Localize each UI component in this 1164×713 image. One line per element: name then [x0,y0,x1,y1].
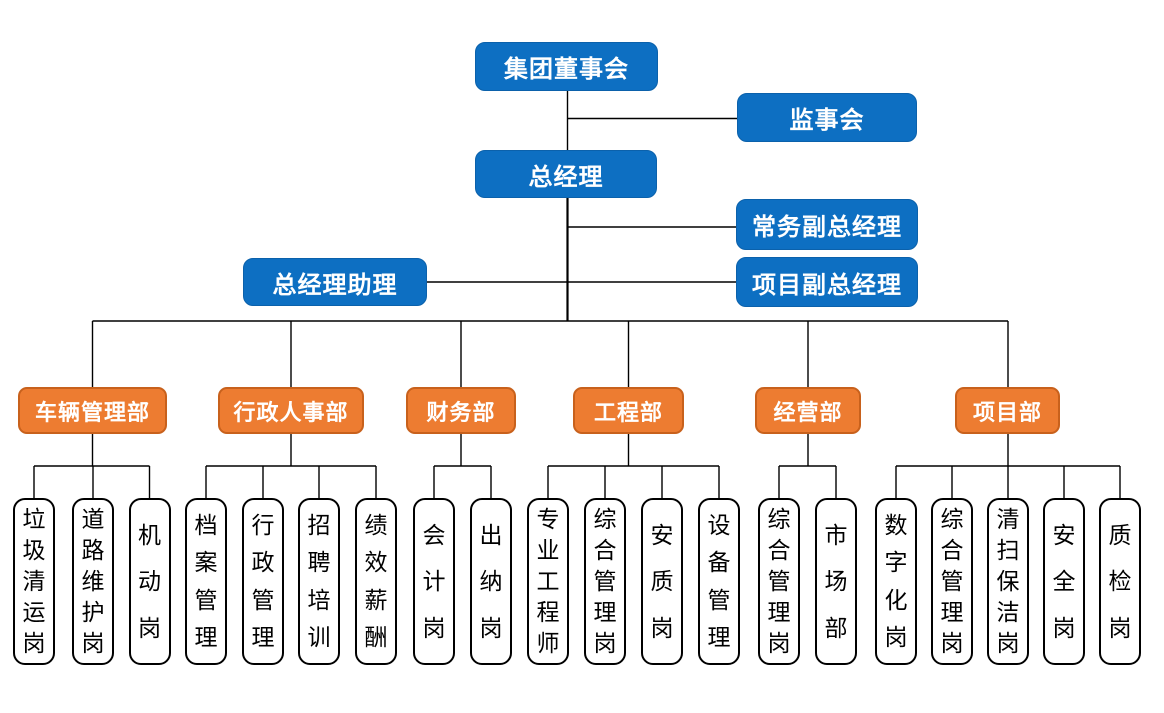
position-box: 出纳岗 [470,498,512,665]
position-label: 绩效薪酬 [364,512,388,650]
position-box: 设备管理 [698,498,740,665]
position-box: 机动岗 [128,498,171,665]
position-box: 招聘培训 [298,498,340,665]
position-label: 综合管理岗 [593,506,617,656]
dept-engineering: 工程部 [573,387,684,434]
dept-finance: 财务部 [406,387,516,434]
position-label: 数字化岗 [884,512,908,650]
node-gm-assistant: 总经理助理 [243,258,427,306]
node-board: 集团董事会 [475,42,658,91]
position-box: 数字化岗 [875,498,917,665]
node-project-deputy-gm: 项目副总经理 [736,257,918,307]
position-label: 机动岗 [138,521,161,641]
node-supervisory-board: 监事会 [737,93,917,142]
position-label: 综合管理岗 [767,506,791,656]
position-box: 安全岗 [1043,498,1085,665]
dept-hr-admin: 行政人事部 [218,387,364,434]
position-label: 行政管理 [251,512,275,650]
position-label: 出纳岗 [479,521,503,641]
position-box: 档案管理 [185,498,227,665]
node-executive-deputy-gm: 常务副总经理 [736,199,918,250]
dept-operations: 经营部 [755,387,861,434]
position-box: 绩效薪酬 [355,498,397,665]
position-label: 综合管理岗 [940,506,964,656]
node-general-manager: 总经理 [475,150,657,198]
position-label: 清扫保洁岗 [996,506,1020,656]
position-box: 会计岗 [413,498,455,665]
position-label: 质检岗 [1108,521,1132,641]
position-box: 综合管理岗 [931,498,973,665]
position-box: 安质岗 [641,498,683,665]
position-label: 道路维护岗 [81,506,105,656]
position-box: 市场部 [815,498,857,665]
position-label: 垃圾清运岗 [22,506,46,656]
position-label: 会计岗 [422,521,446,641]
position-box: 垃圾清运岗 [13,498,55,665]
position-box: 综合管理岗 [758,498,800,665]
position-label: 安全岗 [1052,521,1076,641]
position-box: 综合管理岗 [584,498,626,665]
position-box: 行政管理 [242,498,284,665]
position-label: 设备管理 [707,512,731,650]
position-box: 专业工程师 [527,498,569,665]
position-box: 道路维护岗 [72,498,114,665]
position-label: 档案管理 [194,512,218,650]
position-label: 专业工程师 [536,506,560,656]
position-label: 市场部 [824,521,848,641]
position-label: 安质岗 [650,521,674,641]
position-box: 清扫保洁岗 [987,498,1029,665]
position-label: 招聘培训 [307,512,331,650]
position-box: 质检岗 [1099,498,1141,665]
dept-project: 项目部 [955,387,1060,434]
dept-vehicle-management: 车辆管理部 [18,387,167,434]
